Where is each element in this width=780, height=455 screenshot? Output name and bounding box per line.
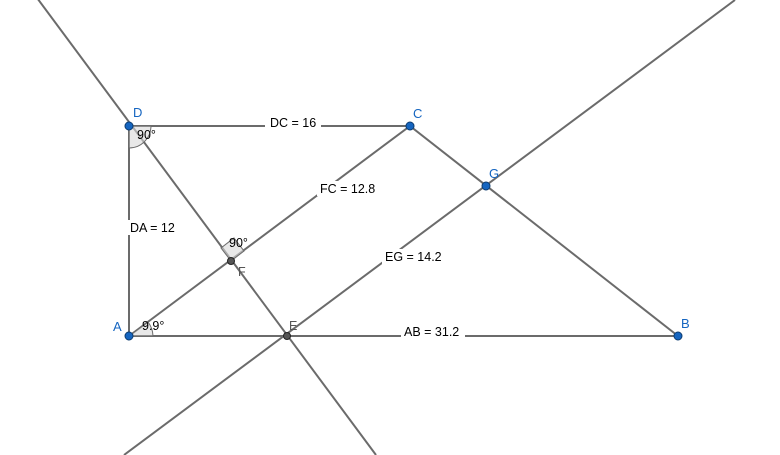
point-b-label: B (681, 316, 690, 331)
point-f-label: F (238, 265, 246, 279)
label-eg: EG = 14.2 (385, 250, 442, 264)
angle-d-marker (128, 125, 152, 149)
point-g-label: G (489, 166, 499, 181)
point-c[interactable] (405, 121, 415, 131)
line-de[interactable] (0, 0, 377, 455)
angle-f-label: 90° (229, 236, 248, 250)
segment-ac[interactable] (128, 125, 411, 337)
point-a-label: A (113, 319, 122, 334)
angle-a-marker (127, 321, 154, 337)
label-dc: DC = 16 (270, 116, 316, 130)
angle-d-label: 90° (137, 128, 156, 142)
point-e-label: E (289, 319, 297, 333)
point-c-label: C (413, 106, 422, 121)
point-e[interactable] (283, 332, 291, 340)
point-b[interactable] (673, 331, 683, 341)
point-a[interactable] (124, 331, 134, 341)
angle-a-label: 9.9° (142, 319, 164, 333)
segment-cb[interactable] (409, 125, 679, 337)
point-d-label: D (133, 105, 142, 120)
label-fc: FC = 12.8 (320, 182, 375, 196)
label-ab: AB = 31.2 (404, 325, 459, 339)
line-eg[interactable] (123, 0, 736, 455)
point-g[interactable] (481, 181, 491, 191)
point-d[interactable] (124, 121, 134, 131)
angle-f-marker (220, 237, 245, 262)
label-da: DA = 12 (130, 221, 175, 235)
point-f[interactable] (227, 257, 235, 265)
